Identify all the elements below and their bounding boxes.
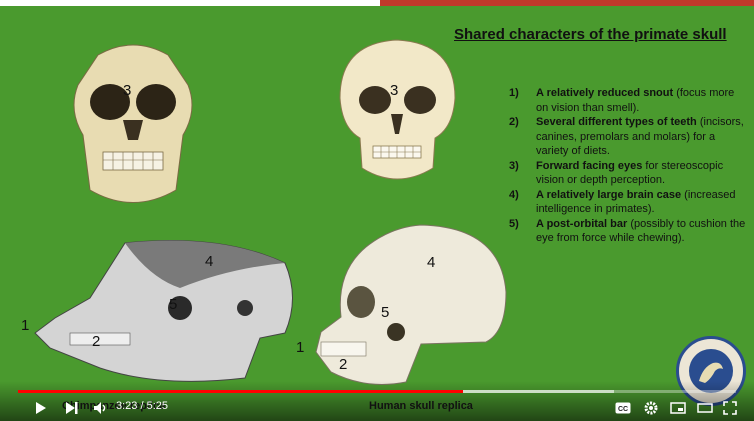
label-4-chimp-side: 4 (205, 253, 213, 270)
label-2-human-side: 2 (339, 356, 347, 373)
play-button[interactable] (34, 400, 48, 416)
fullscreen-icon (723, 401, 737, 415)
progress-played (18, 390, 463, 393)
captions-button[interactable]: CC (614, 400, 632, 416)
theater-icon (697, 402, 713, 414)
feature-item: 1)A relatively reduced snout (focus more… (509, 86, 747, 115)
caption-human: Human skull replica (369, 400, 473, 412)
top-strip-right (380, 0, 754, 6)
settings-icon (644, 401, 658, 415)
human-front-skull-image (335, 38, 460, 188)
settings-button[interactable] (643, 400, 659, 416)
label-3-human-front: 3 (390, 82, 398, 99)
next-icon (65, 401, 79, 415)
progress-bar[interactable] (18, 390, 736, 393)
volume-icon (93, 401, 109, 415)
next-button[interactable] (64, 400, 80, 416)
label-4-human-side: 4 (427, 254, 435, 271)
feature-item: 4)A relatively large brain case (increas… (509, 188, 747, 217)
human-side-skull-image (306, 222, 511, 390)
feature-item: 2)Several different types of teeth (inci… (509, 115, 747, 159)
volume-button[interactable] (92, 400, 110, 416)
label-1-human-side: 1 (296, 339, 304, 356)
feature-list: 1)A relatively reduced snout (focus more… (509, 86, 747, 246)
label-5-chimp-side: 5 (169, 296, 177, 313)
svg-text:CC: CC (618, 406, 628, 413)
label-3-chimp-front: 3 (123, 82, 131, 99)
miniplayer-icon (670, 402, 686, 414)
fullscreen-button[interactable] (722, 400, 738, 416)
chimpanzee-front-skull-image (58, 40, 208, 215)
chimpanzee-side-skull-image (30, 238, 300, 388)
theater-button[interactable] (696, 400, 714, 416)
feature-item: 3)Forward facing eyes for stereoscopic v… (509, 159, 747, 188)
cc-icon: CC (615, 402, 631, 414)
label-1-chimp-side: 1 (21, 317, 29, 334)
slide-title: Shared characters of the primate skull (454, 26, 754, 43)
label-5-human-side: 5 (381, 304, 389, 321)
time-display: 3:23 / 5:25 (116, 400, 168, 412)
top-strip-left (0, 0, 380, 6)
play-icon (35, 401, 47, 415)
miniplayer-button[interactable] (669, 400, 687, 416)
feature-item: 5) A post-orbital bar (possibly to cushi… (509, 217, 747, 246)
label-2-chimp-side: 2 (92, 333, 100, 350)
